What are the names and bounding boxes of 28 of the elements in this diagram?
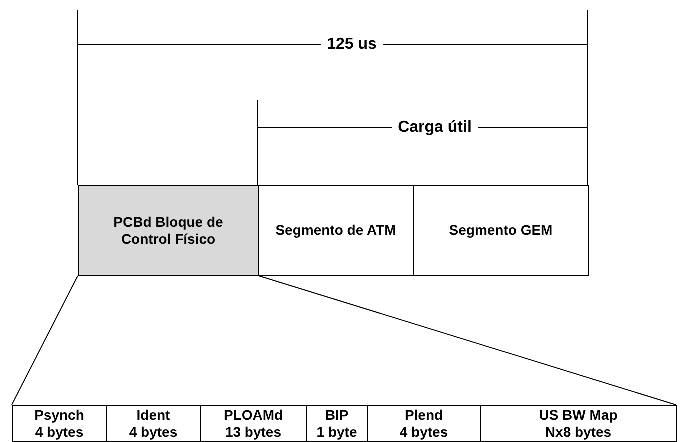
field-name: PCBd Bloque de Control Físico <box>112 214 224 248</box>
field-name: Plend <box>404 406 444 424</box>
field-name: Ident <box>136 406 170 424</box>
table-cell <box>200 405 307 442</box>
table-cell <box>106 405 201 442</box>
frame-field-box <box>78 185 259 276</box>
table-cell <box>12 405 107 442</box>
field-size: 4 bytes <box>35 424 84 440</box>
field-size: 4 bytes <box>400 424 448 440</box>
table-cell <box>306 405 368 442</box>
field-name: Segmento de ATM <box>274 222 398 239</box>
field-name: PLOAMd <box>224 406 284 424</box>
field-name: Segmento GEM <box>448 222 554 239</box>
frame-field-box <box>413 185 589 276</box>
field-name: US BW Map <box>539 406 618 424</box>
table-cell <box>480 405 677 442</box>
expansion-line <box>12 276 78 406</box>
expansion-line <box>258 276 676 406</box>
field-name: BIP <box>325 406 349 424</box>
field-size: Nx8 bytes <box>545 424 612 440</box>
frame-field-box <box>258 185 414 276</box>
table-cell <box>367 405 481 442</box>
field-size: 1 byte <box>316 424 358 440</box>
field-name: Psynch <box>34 406 84 424</box>
dimension-label: Carga útil <box>392 119 478 137</box>
field-size: 13 bytes <box>225 424 282 440</box>
field-row-bar <box>12 405 677 442</box>
field-size: 4 bytes <box>129 424 178 440</box>
